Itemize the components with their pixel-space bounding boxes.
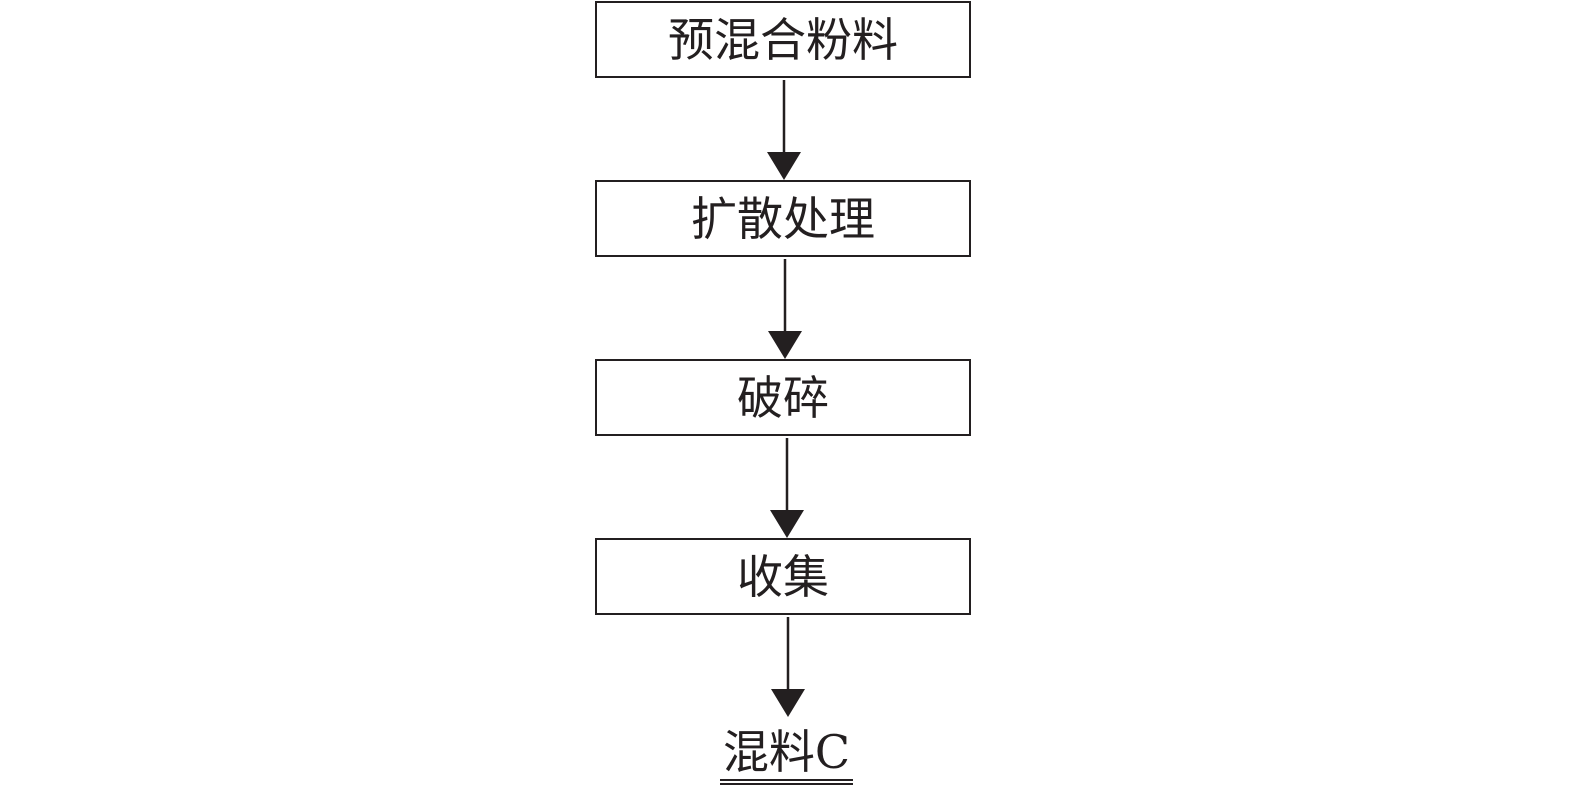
- step-label: 收集: [737, 549, 829, 604]
- arrow-3: [770, 438, 804, 538]
- result-output: 混料C: [0, 728, 1575, 786]
- step-label: 预混合粉料: [668, 12, 898, 67]
- step-box-premix-powder: 预混合粉料: [595, 1, 971, 78]
- step-label: 破碎: [737, 370, 829, 425]
- step-label: 扩散处理: [691, 191, 875, 246]
- arrow-2: [768, 259, 802, 359]
- result-label: 混料C: [719, 728, 854, 786]
- step-box-diffusion-treatment: 扩散处理: [595, 180, 971, 257]
- arrow-4: [771, 617, 805, 717]
- step-box-collection: 收集: [595, 538, 971, 615]
- arrow-1: [767, 80, 801, 180]
- step-box-crushing: 破碎: [595, 359, 971, 436]
